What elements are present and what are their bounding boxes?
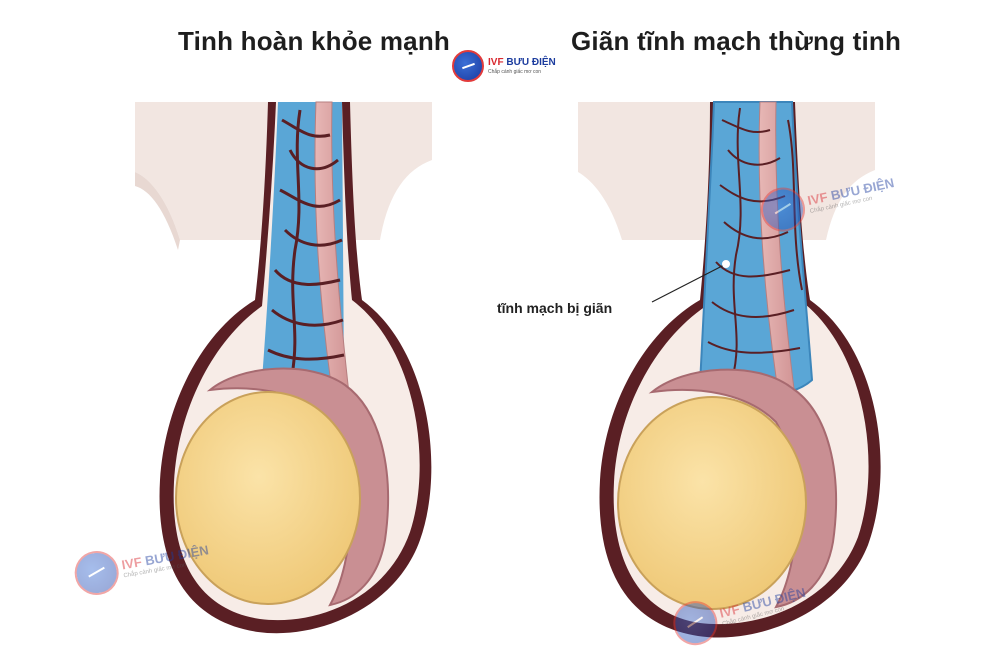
logo-brand-ivf: IVF	[488, 56, 504, 68]
vein-network-left	[267, 109, 345, 376]
watermark-emblem-icon	[756, 183, 810, 236]
title-healthy: Tinh hoàn khỏe mạnh	[178, 26, 451, 56]
epididymis-right	[648, 368, 838, 609]
skin-fold-left	[135, 172, 180, 250]
varicocele-diagram	[578, 101, 881, 638]
dilated-veins-right	[698, 101, 814, 397]
callout-leader-line	[651, 263, 727, 303]
ivf-logo: IVF BƯU ĐIỆN Chắp cánh giấc mơ con	[452, 50, 556, 82]
title-varicocele: Giãn tĩnh mạch thừng tinh	[571, 26, 902, 56]
watermark-emblem-icon	[71, 547, 123, 599]
healthy-testicle-diagram	[135, 101, 432, 634]
testis-left	[175, 391, 361, 605]
logo-brand-name: BƯU ĐIỆN	[506, 56, 556, 68]
logo-emblem-icon	[452, 50, 484, 82]
dilated-vein-label: tĩnh mạch bị giãn	[497, 300, 613, 316]
callout-dot	[722, 260, 730, 268]
logo-slogan: Chắp cánh giấc mơ con	[488, 68, 542, 75]
testis-right	[617, 396, 807, 610]
